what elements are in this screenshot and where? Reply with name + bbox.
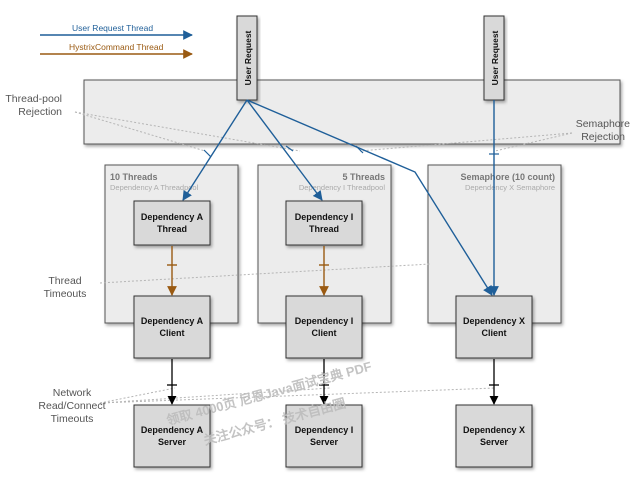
- pool-a-subtitle: Dependency A Threadpool: [110, 183, 199, 192]
- user-request-pillar-right: User Request: [483, 15, 505, 101]
- legend: User Request Thread HystrixCommand Threa…: [40, 23, 193, 59]
- pool-x-subtitle: Dependency X Semaphore: [465, 183, 555, 192]
- dependency-i-thread-line1: Dependency I: [295, 212, 354, 222]
- dependency-i-server-box: Dependency I Server: [285, 404, 363, 468]
- network-timeouts-line2: Read/Connect: [38, 400, 105, 412]
- user-request-pillar-right-label: User Request: [490, 30, 500, 85]
- annotation-labels: Thread-pool Rejection Semaphore Rejectio…: [5, 93, 630, 425]
- legend-user-request-label: User Request Thread: [72, 23, 153, 33]
- dependency-x-client-line1: Dependency X: [463, 316, 525, 326]
- dependency-i-server-line2: Server: [310, 437, 339, 447]
- rejection-bar: [83, 79, 621, 145]
- dependency-a-thread-line2: Thread: [157, 224, 187, 234]
- thread-timeouts-line2: Timeouts: [44, 288, 87, 300]
- dependency-x-server-box: Dependency X Server: [455, 404, 533, 468]
- dependency-a-server-box: Dependency A Server: [133, 404, 211, 468]
- dependency-a-client-line1: Dependency A: [141, 316, 204, 326]
- dependency-a-client-line2: Client: [159, 328, 184, 338]
- network-timeouts-line3: Timeouts: [51, 413, 94, 425]
- dependency-a-thread-box: Dependency A Thread: [133, 200, 211, 246]
- thread-pool-rejection-line1: Thread-pool: [5, 93, 62, 105]
- rejection-ticks: [203, 145, 499, 158]
- dependency-a-thread-line1: Dependency A: [141, 212, 204, 222]
- pool-x-title: Semaphore (10 count): [460, 172, 555, 182]
- flow-to-dependency-x-client: [246, 99, 493, 296]
- pool-i-title: 5 Threads: [342, 172, 385, 182]
- flow-to-dependency-a-thread: [182, 99, 248, 201]
- semaphore-rejection-line2: Rejection: [581, 131, 625, 143]
- dependency-i-client-line1: Dependency I: [295, 316, 354, 326]
- hystrix-command-flows: [167, 246, 329, 296]
- dependency-a-server-line2: Server: [158, 437, 187, 447]
- network-flows: [167, 359, 499, 405]
- dependency-i-client-box: Dependency I Client: [285, 295, 363, 359]
- semaphore-rejection-line1: Semaphore: [576, 118, 630, 130]
- dependency-i-server-line1: Dependency I: [295, 425, 354, 435]
- thread-timeouts-line1: Thread: [48, 275, 81, 287]
- dependency-x-client-box: Dependency X Client: [455, 295, 533, 359]
- user-request-flows: [182, 99, 499, 296]
- dependency-x-server-line2: Server: [480, 437, 509, 447]
- dependency-x-client-line2: Client: [481, 328, 506, 338]
- dependency-i-client-line2: Client: [311, 328, 336, 338]
- dependency-i-thread-line2: Thread: [309, 224, 339, 234]
- dependency-a-server-line1: Dependency A: [141, 425, 204, 435]
- network-timeouts-line1: Network: [53, 387, 92, 399]
- thread-pool-rejection-line2: Rejection: [18, 106, 62, 118]
- user-request-pillar-left: User Request: [236, 15, 258, 101]
- pool-a-title: 10 Threads: [110, 172, 158, 182]
- pool-i-subtitle: Dependency I Threadpool: [299, 183, 386, 192]
- annotation-guides: [74, 111, 573, 404]
- dependency-i-thread-box: Dependency I Thread: [285, 200, 363, 246]
- dependency-a-client-box: Dependency A Client: [133, 295, 211, 359]
- dependency-x-server-line1: Dependency X: [463, 425, 525, 435]
- flow-to-dependency-i-thread: [246, 99, 323, 201]
- legend-hystrix-label: HystrixCommand Thread: [69, 42, 164, 52]
- user-request-pillar-left-label: User Request: [243, 30, 253, 85]
